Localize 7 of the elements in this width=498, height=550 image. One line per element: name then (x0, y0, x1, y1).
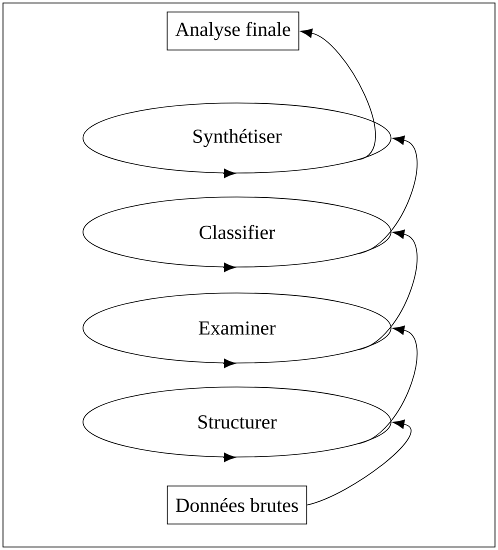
arrow (358, 230, 418, 350)
arrow (358, 326, 418, 444)
arrow (300, 28, 376, 160)
arrow (306, 420, 412, 506)
process-box: Analyse finale (166, 12, 300, 50)
process-box: Données brutes (166, 486, 308, 524)
arrow (358, 136, 418, 254)
